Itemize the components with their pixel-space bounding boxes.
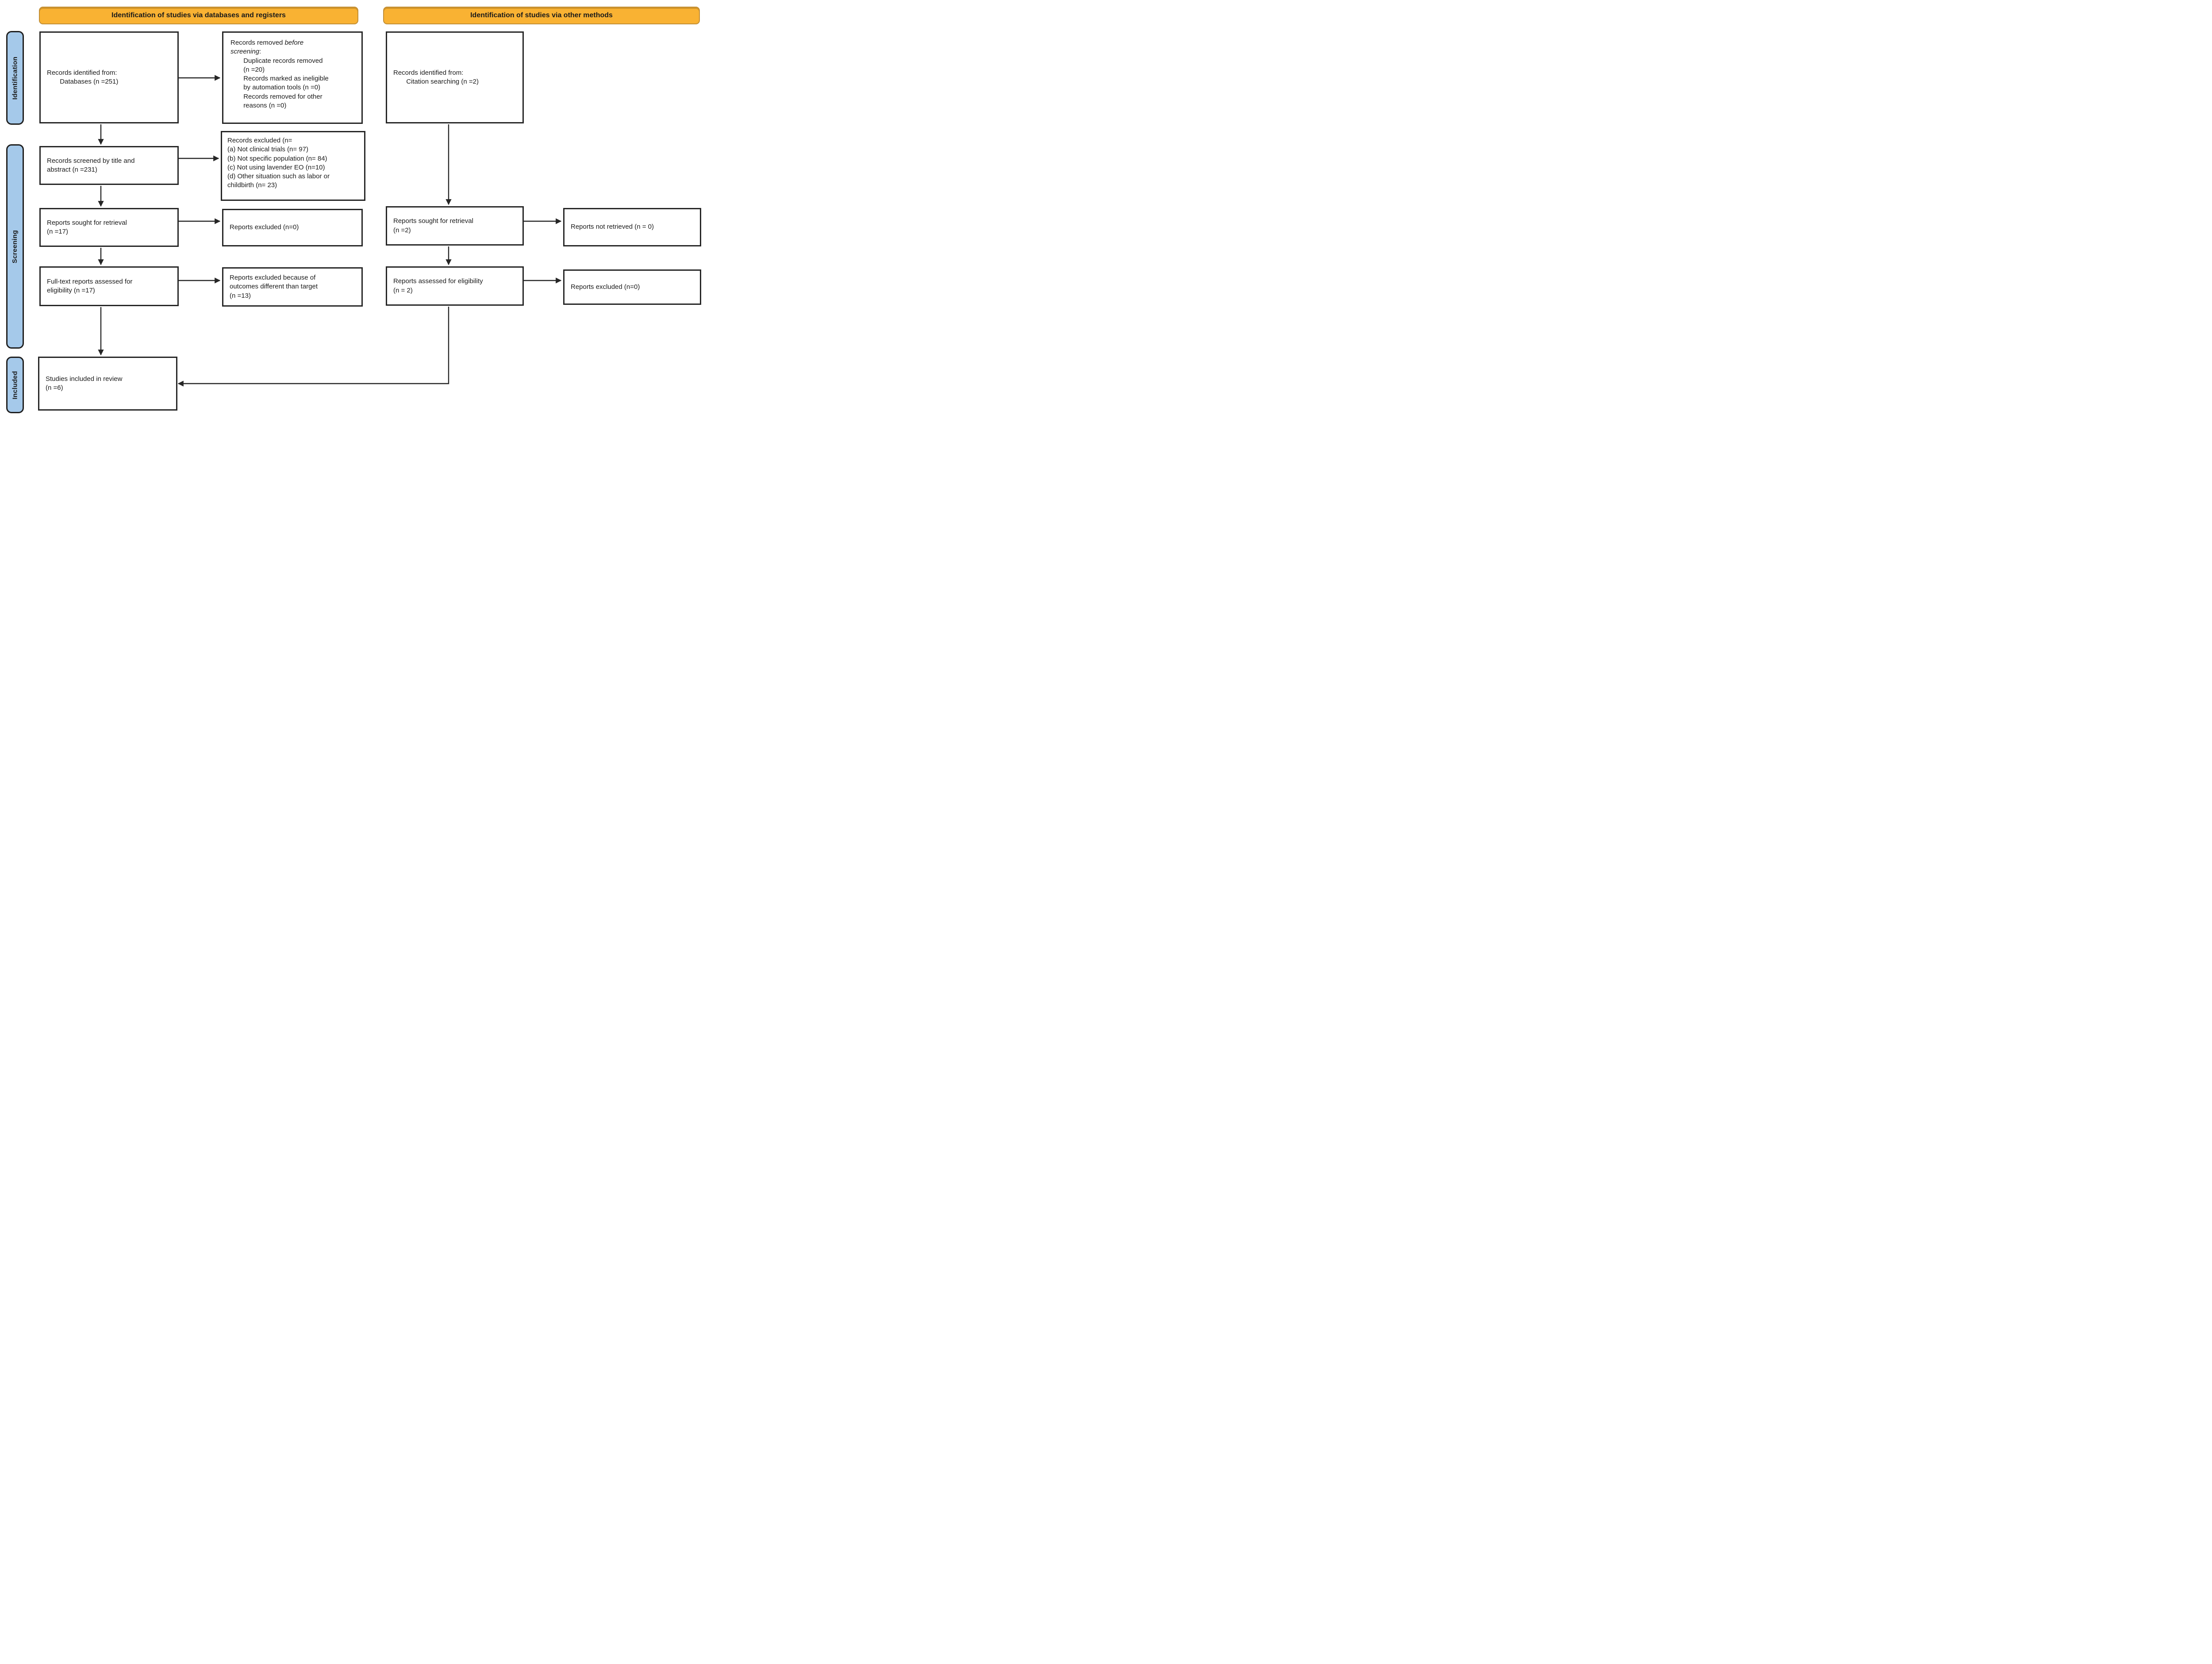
box-reports-sought-databases: Reports sought for retrieval (n =17): [39, 208, 179, 247]
box-records-excluded: Records excluded (n= (a) Not clinical tr…: [221, 131, 365, 201]
box-studies-included: Studies included in review (n =6): [38, 357, 177, 411]
phase-label-included-text: Included: [11, 370, 19, 400]
phase-label-included: Included: [6, 357, 24, 413]
box-reports-sought-other-text: Reports sought for retrieval (n =2): [393, 217, 473, 234]
box-fulltext-assessed: Full-text reports assessed for eligibili…: [39, 266, 179, 306]
banner-databases-registers: Identification of studies via databases …: [39, 7, 358, 24]
box-reports-sought-other: Reports sought for retrieval (n =2): [386, 206, 524, 246]
box-reports-excluded-outcomes: Reports excluded because of outcomes dif…: [222, 267, 363, 307]
phase-label-screening-text: Screening: [11, 230, 19, 263]
phase-label-identification-text: Identification: [11, 56, 19, 100]
banner-databases-registers-label: Identification of studies via databases …: [111, 12, 286, 19]
box-reports-excluded-outcomes-text: Reports excluded because of outcomes dif…: [230, 274, 318, 300]
phase-label-screening: Screening: [6, 144, 24, 349]
box-reports-assessed-other: Reports assessed for eligibility (n = 2): [386, 266, 524, 306]
prisma-flow-diagram: Identification of studies via databases …: [0, 0, 703, 418]
phase-label-identification: Identification: [6, 31, 24, 125]
banner-other-methods: Identification of studies via other meth…: [383, 7, 700, 24]
box-records-removed-before-screening-text: Records removed before screening: Duplic…: [230, 39, 329, 109]
box-reports-not-retrieved-other-text: Reports not retrieved (n = 0): [571, 223, 654, 231]
arrow-assessed-other-to-included: [177, 307, 449, 387]
box-reports-excluded-other-text: Reports excluded (n=0): [571, 283, 640, 291]
box-reports-sought-databases-text: Reports sought for retrieval (n =17): [47, 219, 127, 235]
box-records-excluded-text: Records excluded (n= (a) Not clinical tr…: [227, 137, 330, 189]
box-records-identified-citation-text: Records identified from: Citation search…: [393, 69, 479, 85]
box-reports-assessed-other-text: Reports assessed for eligibility (n = 2): [393, 277, 483, 294]
banner-other-methods-label: Identification of studies via other meth…: [470, 12, 613, 19]
box-reports-not-retrieved-other: Reports not retrieved (n = 0): [563, 208, 701, 246]
box-records-removed-before-screening: Records removed before screening: Duplic…: [222, 31, 363, 124]
box-reports-excluded-other: Reports excluded (n=0): [563, 269, 701, 305]
box-records-identified-databases-text: Records identified from: Databases (n =2…: [47, 69, 119, 85]
box-records-identified-databases: Records identified from: Databases (n =2…: [39, 31, 179, 123]
box-records-screened: Records screened by title and abstract (…: [39, 146, 179, 185]
box-records-screened-text: Records screened by title and abstract (…: [47, 157, 135, 173]
box-reports-excluded-databases-text: Reports excluded (n=0): [230, 223, 299, 231]
box-studies-included-text: Studies included in review (n =6): [46, 375, 123, 392]
box-fulltext-assessed-text: Full-text reports assessed for eligibili…: [47, 277, 133, 294]
box-records-identified-citation: Records identified from: Citation search…: [386, 31, 524, 123]
box-reports-excluded-databases: Reports excluded (n=0): [222, 209, 363, 246]
